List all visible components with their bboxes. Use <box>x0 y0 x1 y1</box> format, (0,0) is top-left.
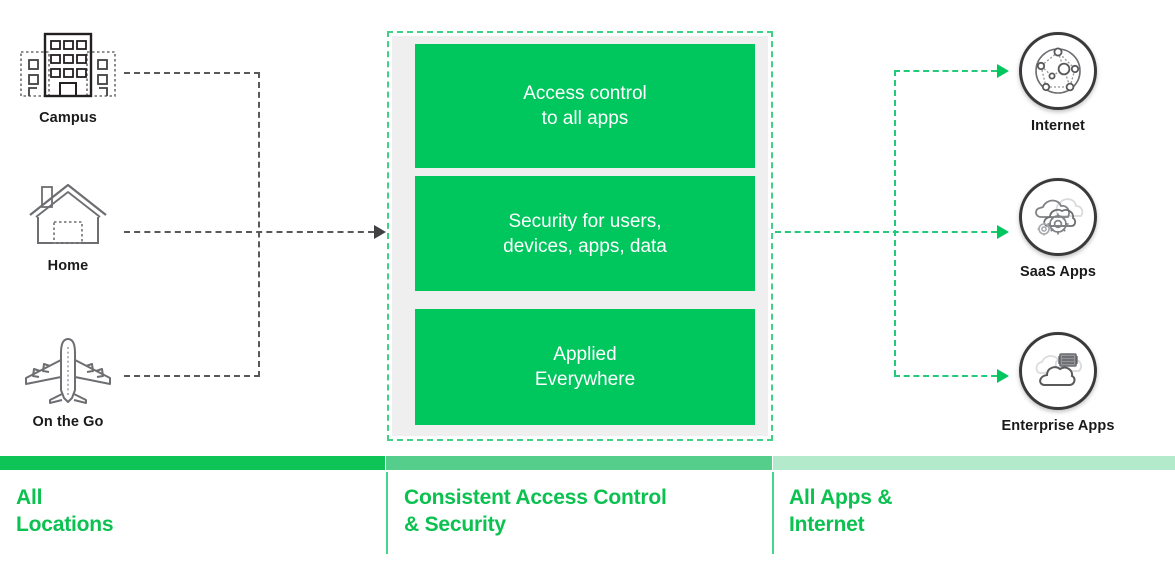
legend-bar-all-locations <box>0 456 385 470</box>
center-card-applied-everywhere: Applied Everywhere <box>415 309 755 425</box>
destination-label: SaaS Apps <box>1019 264 1097 280</box>
office-building-icon <box>8 28 128 106</box>
destination-internet: Internet <box>958 32 1158 134</box>
connector-internet-horizontal <box>894 70 997 72</box>
legend-line-2: Locations <box>16 513 114 536</box>
location-home: Home <box>8 176 128 274</box>
connector-center-to-right <box>775 231 997 233</box>
legend-line-1: All Apps & <box>789 486 893 509</box>
network-graph-icon <box>1019 32 1097 110</box>
arrowhead-internet <box>997 64 1009 78</box>
center-card-security: Security for users, devices, apps, data <box>415 176 755 291</box>
destination-enterprise-apps: Enterprise Apps <box>958 332 1158 434</box>
connector-left-arrowhead <box>374 225 386 239</box>
legend-bar-consistent-access <box>386 456 772 470</box>
airplane-icon <box>8 332 128 410</box>
arrowhead-saas <box>997 225 1009 239</box>
card-line-1: Applied <box>553 344 617 365</box>
connector-left-bus-vertical <box>258 72 260 377</box>
card-line-1: Security for users, <box>508 210 662 232</box>
legend-label-all-locations: All Locations <box>16 484 114 538</box>
arrowhead-enterprise <box>997 369 1009 383</box>
legend-separator-2 <box>772 472 774 554</box>
card-line-2: devices, apps, data <box>503 235 667 257</box>
legend-line-2: Internet <box>789 513 865 536</box>
legend-line-2: & Security <box>404 513 506 536</box>
connector-enterprise-horizontal <box>894 375 997 377</box>
card-line-2: to all apps <box>541 108 629 129</box>
center-dashed-outline <box>387 31 773 441</box>
location-campus: Campus <box>8 28 128 126</box>
card-line-1: Access control <box>523 83 647 104</box>
cloud-server-icon <box>1019 332 1097 410</box>
connector-campus-horizontal <box>124 72 260 74</box>
legend-line-1: Consistent Access Control <box>404 486 667 509</box>
center-card-access-control: Access control to all apps <box>415 44 755 168</box>
location-label: Campus <box>39 110 97 126</box>
connector-home-to-center <box>124 231 374 233</box>
card-line-2: Everywhere <box>534 369 636 390</box>
legend-label-all-apps: All Apps & Internet <box>789 484 893 538</box>
location-label: Home <box>47 258 89 274</box>
destination-label: Enterprise Apps <box>1001 418 1115 434</box>
legend-line-1: All <box>16 486 43 509</box>
legend-separator-1 <box>386 472 388 554</box>
destination-label: Internet <box>1031 118 1085 134</box>
location-label: On the Go <box>32 414 104 430</box>
legend-bar-all-apps <box>773 456 1175 470</box>
destination-saas-apps: SaaS Apps <box>958 178 1158 280</box>
connector-onthego-horizontal <box>124 375 260 377</box>
connector-right-bus-vertical <box>894 70 896 376</box>
house-icon <box>8 176 128 254</box>
cloud-gears-icon <box>1019 178 1097 256</box>
location-on-the-go: On the Go <box>8 332 128 430</box>
legend-label-consistent-access: Consistent Access Control & Security <box>404 484 667 538</box>
